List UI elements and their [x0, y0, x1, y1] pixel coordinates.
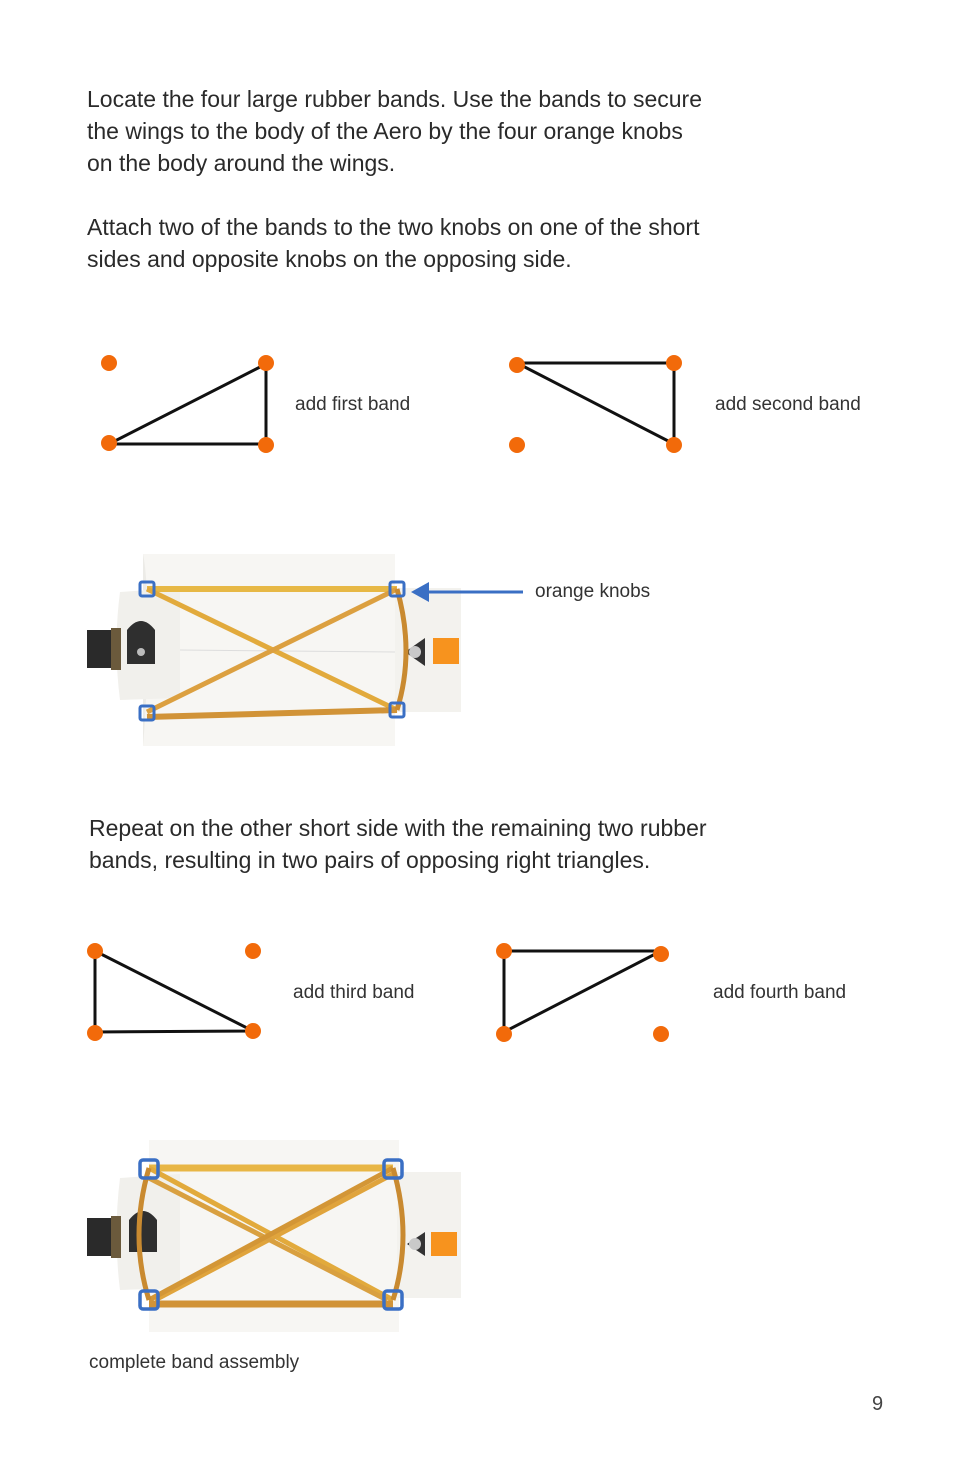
knob-marker [138, 1158, 160, 1180]
band-bottom [146, 707, 398, 720]
knob-top-right [653, 946, 669, 962]
complete-assembly-caption: complete band assembly [89, 1352, 300, 1373]
knob-bottom-right [653, 1026, 669, 1042]
tail-tab [433, 638, 459, 664]
attach-line-2: sides and opposite knobs on the opposing… [87, 246, 572, 272]
repeat-line-2: bands, resulting in two pairs of opposin… [89, 847, 651, 873]
knob-bottom-right [245, 1023, 261, 1039]
third-band-diagram [87, 943, 261, 1041]
intro-line-1: Locate the four large rubber bands. Use … [87, 86, 703, 112]
repeat-paragraph: Repeat on the other short side with the … [89, 812, 789, 876]
repeat-line-1: Repeat on the other short side with the … [89, 815, 707, 841]
band-diagonal-2 [145, 586, 399, 715]
aero-wing-photo-complete [87, 1140, 461, 1332]
knob-bottom-right [666, 437, 682, 453]
knob-bottom-left [101, 435, 117, 451]
knob-top-right [666, 355, 682, 371]
knob-top-left [87, 943, 103, 959]
knob-top-left [496, 943, 512, 959]
intro-paragraph: Locate the four large rubber bands. Use … [87, 83, 787, 179]
knob-bottom-right [258, 437, 274, 453]
knob-top-right [245, 943, 261, 959]
knob-marker [138, 704, 156, 722]
knob-marker [382, 1289, 404, 1311]
attach-line-1: Attach two of the bands to the two knobs… [87, 214, 700, 240]
fourth-band-diagram [496, 943, 669, 1042]
knob-marker [388, 701, 406, 719]
band-diagonal-3 [147, 1175, 389, 1303]
intro-line-3: on the body around the wings. [87, 150, 396, 176]
third-band-label: add third band [293, 982, 415, 1003]
tail-tab [431, 1232, 457, 1256]
fourth-band-label: add fourth band [713, 982, 847, 1003]
knob-top-right [258, 355, 274, 371]
callout-arrowhead [411, 582, 429, 602]
knob-marker [388, 580, 406, 598]
nose-cap [127, 621, 155, 664]
second-band-label: add second band [715, 394, 861, 415]
nose-cap [129, 1211, 157, 1252]
orange-knobs-callout: orange knobs [535, 581, 651, 602]
band-diagonal-4 [147, 1165, 395, 1303]
knob-top-left [101, 355, 117, 371]
knob-bottom-left [509, 437, 525, 453]
aero-wing-photo-partial [87, 554, 523, 746]
knob-marker [138, 1289, 160, 1311]
second-band-diagram [509, 355, 682, 453]
attach-paragraph: Attach two of the bands to the two knobs… [87, 211, 787, 275]
knob-top-left [509, 357, 525, 373]
page-number: 9 [872, 1393, 884, 1415]
intro-line-2: the wings to the body of the Aero by the… [87, 118, 683, 144]
knob-bottom-left [87, 1025, 103, 1041]
first-band-diagram [101, 355, 274, 453]
band-diagonal-2 [153, 1171, 395, 1303]
knob-marker [138, 580, 156, 598]
knob-bottom-left [496, 1026, 512, 1042]
knob-marker [382, 1158, 404, 1180]
first-band-label: add first band [295, 394, 411, 415]
